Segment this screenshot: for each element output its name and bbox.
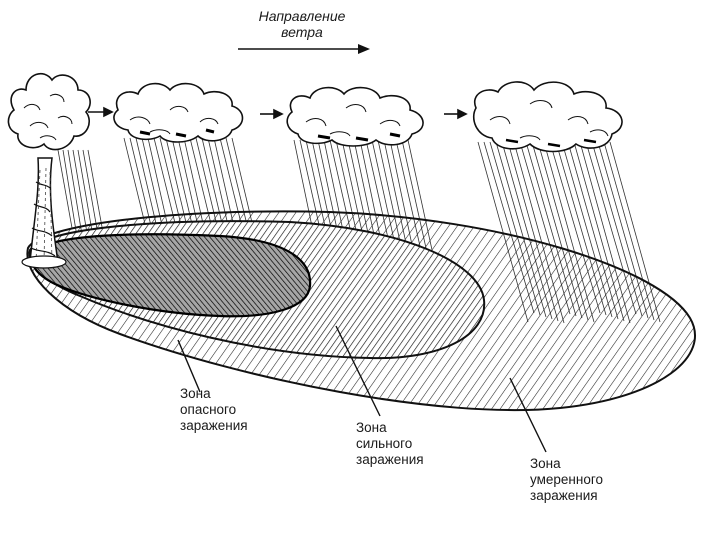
label-moderate-line3: заражения — [530, 488, 603, 504]
wind-direction-label: Направление ветра — [244, 8, 360, 40]
wind-label-line1: Направление — [244, 8, 360, 24]
label-moderate-zone: Зона умеренного заражения — [530, 456, 603, 504]
wind-arrow — [238, 44, 370, 54]
label-moderate-line1: Зона — [530, 456, 603, 472]
label-strong-line1: Зона — [356, 420, 424, 436]
label-dangerous-line2: опасного — [180, 402, 248, 418]
cloud-3-icon — [474, 82, 622, 152]
cloud-2-icon — [287, 88, 423, 146]
wind-label-line2: ветра — [244, 24, 360, 40]
label-strong-zone: Зона сильного заражения — [356, 420, 424, 468]
label-strong-line3: заражения — [356, 452, 424, 468]
cloud-1-icon — [114, 84, 243, 142]
label-strong-line2: сильного — [356, 436, 424, 452]
label-moderate-line2: умеренного — [530, 472, 603, 488]
label-dangerous-zone: Зона опасного заражения — [180, 386, 248, 434]
label-dangerous-line1: Зона — [180, 386, 248, 402]
label-dangerous-line3: заражения — [180, 418, 248, 434]
